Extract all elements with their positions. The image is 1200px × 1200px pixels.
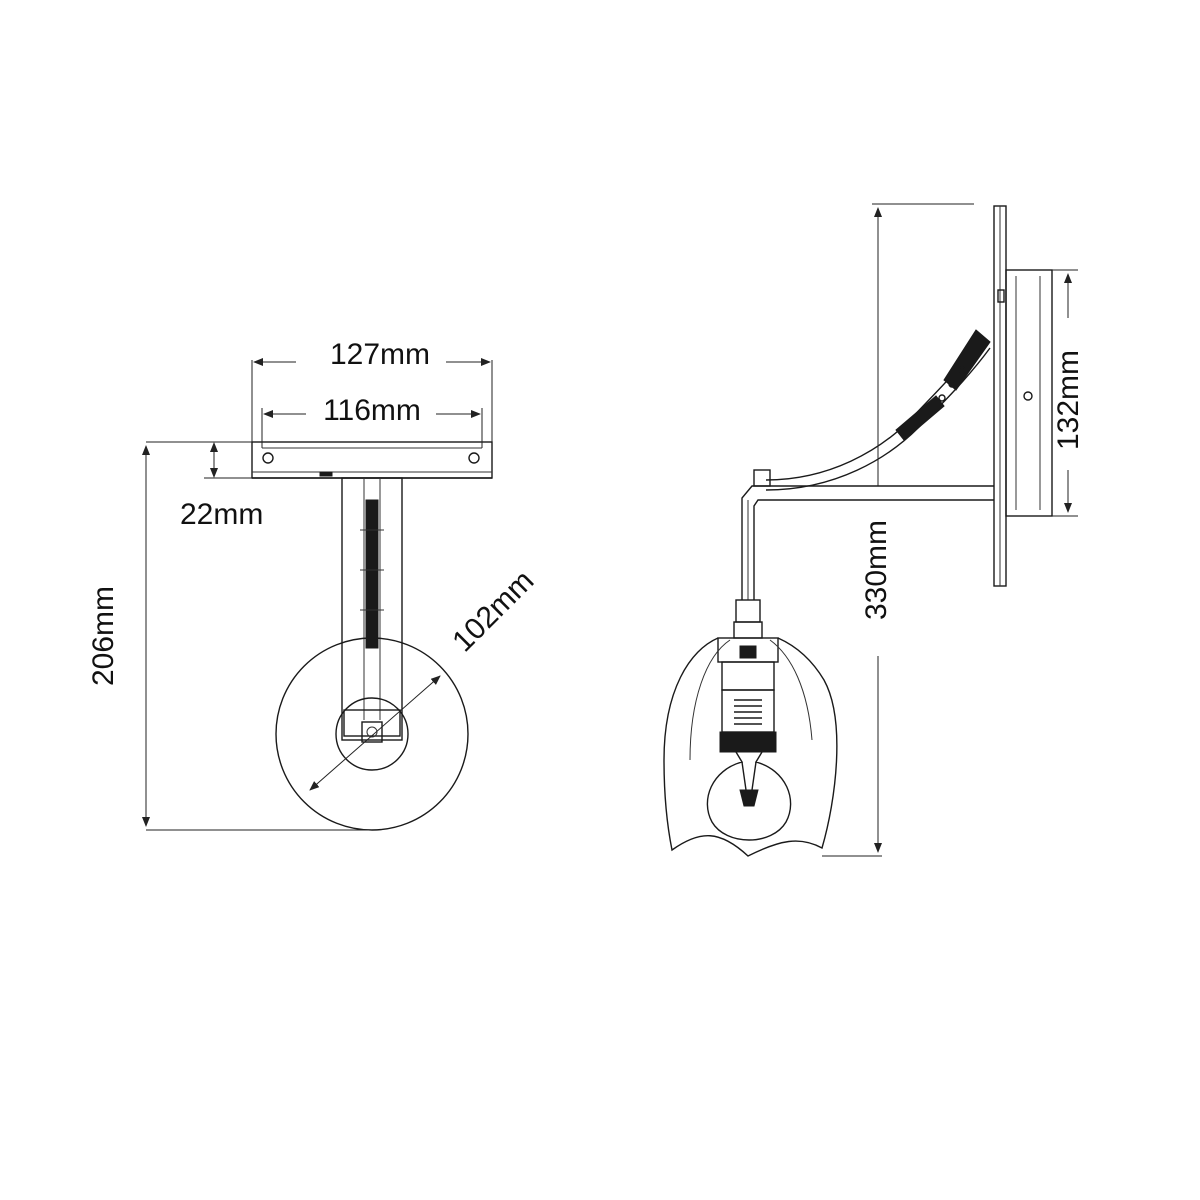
side-cable [765, 329, 991, 491]
side-shade [663, 637, 838, 857]
side-backplate [997, 269, 1053, 517]
side-arm [741, 469, 994, 600]
dim-127: 127mm [251, 338, 493, 442]
front-view: 127mm 116mm 22mm 206mm [87, 338, 540, 831]
dim-102: 102mm [309, 564, 540, 791]
label-132mm: 132mm [1052, 350, 1085, 450]
front-stem [341, 477, 403, 741]
dim-330: 330mm [822, 203, 974, 857]
label-206mm: 206mm [87, 586, 120, 686]
dim-206: 206mm [87, 441, 372, 831]
label-127mm: 127mm [330, 338, 430, 371]
dim-116: 116mm [261, 394, 483, 448]
side-socket [717, 599, 779, 753]
side-view: 330mm 132mm [663, 203, 1085, 857]
label-116mm: 116mm [323, 394, 421, 427]
side-wall [993, 205, 1007, 587]
label-102mm: 102mm [446, 564, 540, 658]
side-bulb [706, 751, 792, 841]
dim-132: 132mm [1052, 269, 1085, 517]
front-backplate [251, 441, 493, 479]
label-22mm: 22mm [180, 498, 263, 531]
label-330mm: 330mm [860, 520, 893, 620]
front-shade [275, 637, 469, 831]
dim-22: 22mm [180, 441, 263, 531]
